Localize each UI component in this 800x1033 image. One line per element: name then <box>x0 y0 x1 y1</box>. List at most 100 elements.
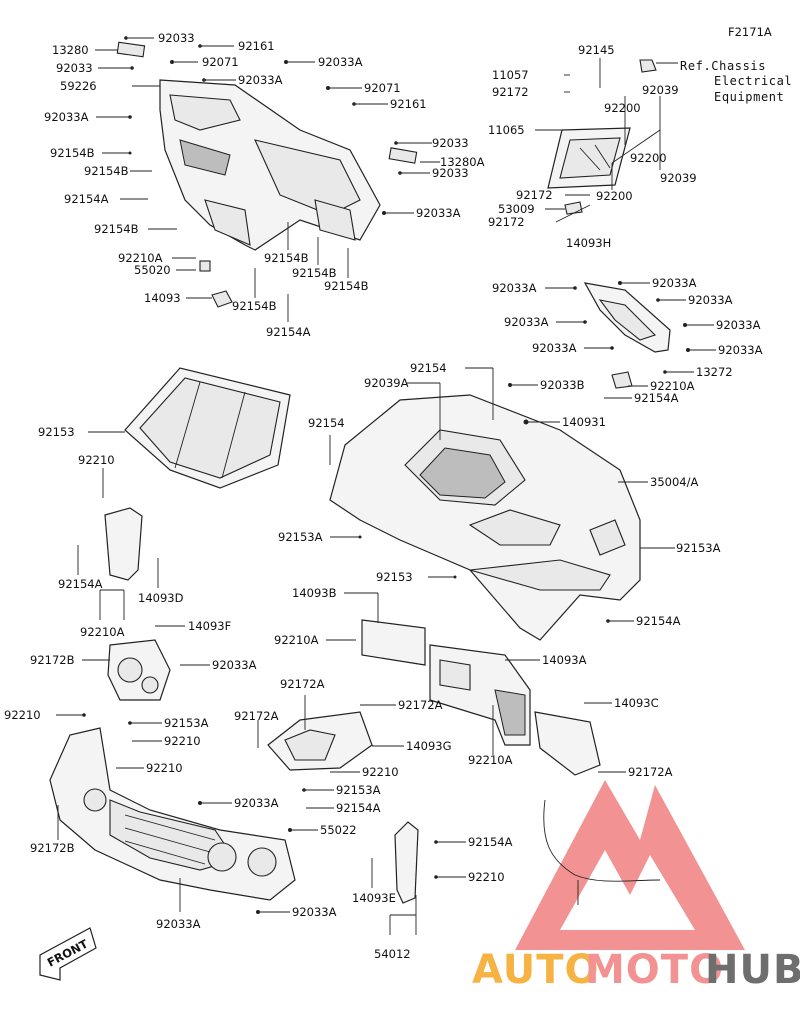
part-label: 92033A <box>504 315 549 329</box>
part-label: 92153 <box>376 570 413 584</box>
part-label: 13280 <box>52 43 89 57</box>
part-label: 92153A <box>164 716 209 730</box>
part-label: 92172 <box>492 85 529 99</box>
part-label: 92153A <box>278 530 323 544</box>
duct-14093e <box>394 821 419 904</box>
part-label: 92200 <box>596 189 633 203</box>
part-label: 92154B <box>232 299 277 313</box>
part-label: 92210A <box>80 625 125 639</box>
part-label: 92210 <box>146 761 183 775</box>
part-label: 92033B <box>540 378 585 392</box>
part-label: 14093A <box>542 653 587 667</box>
part-label: 92033A <box>212 658 257 672</box>
front-arrow: FRONT <box>39 927 97 981</box>
part-label: 92200 <box>630 151 667 165</box>
part-label: 92210A <box>468 753 513 767</box>
part-ref-clip <box>639 59 657 73</box>
part-label: 92172A <box>628 765 673 779</box>
part-label: 55022 <box>320 823 357 837</box>
front-grille-55022 <box>49 727 296 901</box>
panel-14093a <box>429 644 531 746</box>
part-13280 <box>116 41 146 58</box>
part-label: 92154B <box>94 222 139 236</box>
part-label: 92033A <box>492 281 537 295</box>
part-label: 35004/A <box>650 475 698 489</box>
leader-lines <box>56 37 716 935</box>
part-13280a <box>388 147 418 164</box>
part-label: 92172B <box>30 841 75 855</box>
bracket-11065 <box>547 127 631 189</box>
part-label: 92153A <box>676 541 721 555</box>
part-label: 92154A <box>266 325 311 339</box>
part-label: 92172B <box>30 653 75 667</box>
part-55020 <box>199 260 211 272</box>
part-label: 92154 <box>308 416 345 430</box>
cable-54012 <box>543 799 661 882</box>
part-label: 92210 <box>4 708 41 722</box>
part-label: 14093E <box>352 891 396 905</box>
part-label: 92154B <box>324 279 369 293</box>
part-label: 59226 <box>60 79 97 93</box>
part-label: 92154A <box>336 801 381 815</box>
part-label: 92161 <box>390 97 427 111</box>
part-label: 14093D <box>138 591 184 605</box>
part-label: 92033A <box>718 343 763 357</box>
part-label: 92210A <box>118 251 163 265</box>
part-label: 92154A <box>636 614 681 628</box>
part-label: 13272 <box>696 365 733 379</box>
part-label: 140931 <box>562 415 606 429</box>
part-label: 92033A <box>238 73 283 87</box>
part-label: 92172A <box>280 677 325 691</box>
part-label: 92172A <box>398 698 443 712</box>
ref-note-line1: Ref.Chassis <box>680 59 766 73</box>
part-label: 92039A <box>364 376 409 390</box>
part-label: 55020 <box>134 263 171 277</box>
part-label: 92154B <box>50 146 95 160</box>
part-label: 92210A <box>274 633 319 647</box>
part-label: 92154A <box>64 192 109 206</box>
part-label: 11065 <box>488 123 525 137</box>
panel-14093b <box>361 619 426 666</box>
part-label: 14093G <box>406 739 452 753</box>
part-label: 92033 <box>56 61 93 75</box>
part-label: 92033A <box>44 110 89 124</box>
part-label: 13280A <box>440 155 485 169</box>
part-label: 92153A <box>336 783 381 797</box>
part-label: 92154B <box>84 164 129 178</box>
part-label: 92154B <box>264 251 309 265</box>
part-label: 92033 <box>432 136 469 150</box>
part-label: 92145 <box>578 43 615 57</box>
part-label: 53009 <box>498 202 535 216</box>
part-label: 92033A <box>416 206 461 220</box>
part-label: 92154B <box>292 266 337 280</box>
part-label: 92033A <box>156 917 201 931</box>
part-label: 11057 <box>492 68 529 82</box>
housing-14093f <box>107 639 171 701</box>
part-label: 92071 <box>202 55 239 69</box>
part-label: 92039 <box>660 171 697 185</box>
part-label: 92210 <box>362 765 399 779</box>
ref-note-line3: Equipment <box>714 90 784 104</box>
watermark-logo: AUTO MOTO HUB <box>472 780 800 993</box>
diagram-id: F2171A <box>728 25 772 39</box>
part-label: 92033A <box>532 341 577 355</box>
watermark-text-moto: MOTO <box>585 947 724 993</box>
part-label: 92154A <box>58 577 103 591</box>
ref-note-line2: Electrical <box>714 74 792 88</box>
part-label: 92154A <box>468 835 513 849</box>
part-label: 92154A <box>634 391 679 405</box>
part-label: 14093B <box>292 586 337 600</box>
part-label: 14093 <box>144 291 181 305</box>
part-label: 92200 <box>604 101 641 115</box>
part-label: 92033A <box>716 318 761 332</box>
front-fender-35004 <box>329 394 641 641</box>
cover-14093h <box>583 282 671 353</box>
watermark-text-hub: HUB <box>705 947 800 993</box>
part-label: 92210 <box>468 870 505 884</box>
dash-frame-part <box>159 79 381 251</box>
part-label: 92210 <box>164 734 201 748</box>
part-label: 14093C <box>614 696 659 710</box>
part-label: 92172 <box>516 188 553 202</box>
part-14093 <box>211 290 233 308</box>
